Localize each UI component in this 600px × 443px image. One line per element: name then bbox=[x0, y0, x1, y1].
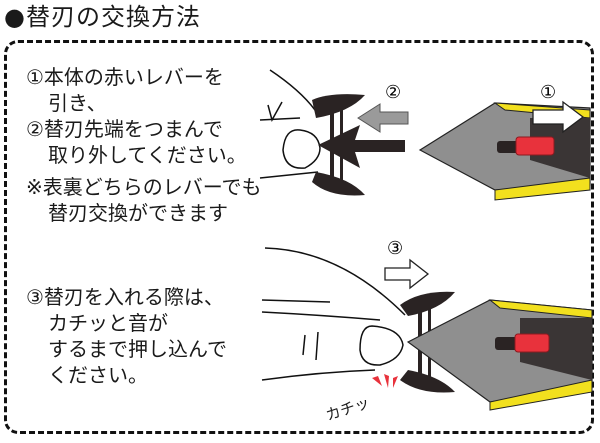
arrow-right-bottom-icon bbox=[384, 258, 430, 290]
blade-top-icon bbox=[312, 94, 405, 196]
step3-line2: カチッと音が bbox=[48, 311, 168, 335]
step1-line2: 引き、 bbox=[48, 91, 107, 115]
hand-top-icon bbox=[259, 69, 321, 179]
step-2-marker: ② bbox=[385, 82, 401, 103]
step-1-marker: ① bbox=[540, 82, 556, 103]
step3-line3: するまで押し込んで bbox=[48, 337, 227, 361]
step2-line2: 取り外してください。 bbox=[48, 143, 247, 167]
step-3-text: ③替刃を入れる際は、 カチッと音が するまで押し込んで ください。 bbox=[26, 284, 227, 388]
step-3-marker: ③ bbox=[387, 238, 403, 259]
note-line1: ※表裏どちらのレバーでも bbox=[26, 175, 262, 199]
arrow-left-icon bbox=[357, 103, 409, 133]
step2-line1: ②替刃先端をつまんで bbox=[26, 117, 223, 141]
hand-bottom-icon bbox=[261, 247, 406, 381]
instruction-frame bbox=[4, 40, 594, 434]
step-1-2-text: ①本体の赤いレバーを 引き、 ②替刃先端をつまんで 取り外してください。 ※表裏… bbox=[26, 64, 262, 226]
step3-line4: ください。 bbox=[48, 363, 148, 387]
cutter-bottom-icon bbox=[406, 299, 593, 411]
page-title: ●替刃の交換方法 bbox=[4, 3, 201, 31]
click-sound-icon bbox=[372, 374, 398, 388]
note-line2: 替刃交換ができます bbox=[48, 201, 228, 225]
step1-line1: ①本体の赤いレバーを bbox=[26, 65, 224, 89]
arrow-right-top-icon bbox=[532, 100, 585, 134]
step3-line1: ③替刃を入れる際は、 bbox=[26, 285, 224, 309]
